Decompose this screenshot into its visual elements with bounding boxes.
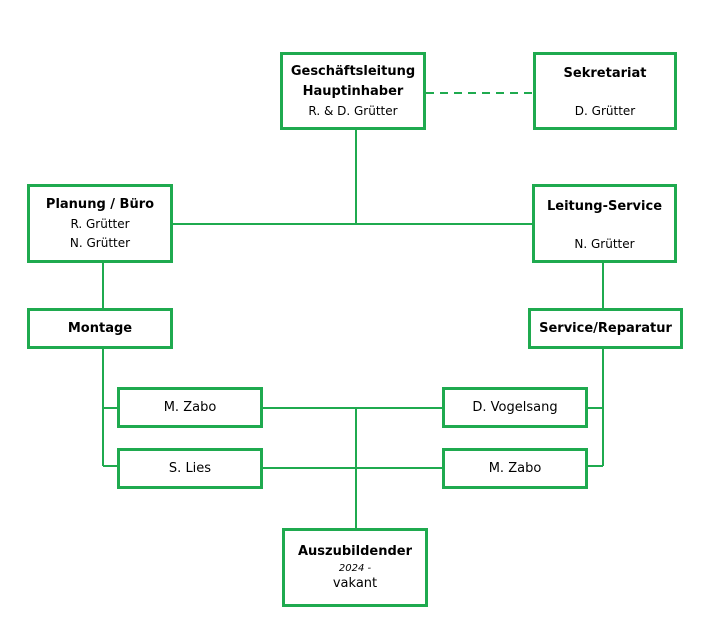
montage-title: Montage [67, 320, 133, 336]
leitung-title: Leitung-Service [546, 199, 663, 214]
box-d-vogelsang: D. Vogelsang [442, 387, 588, 428]
gl-person: R. & D. Grütter [308, 103, 398, 118]
leitung-person: N. Grütter [574, 237, 635, 251]
azubi-status: vakant [332, 576, 378, 591]
s-lies-name: S. Lies [168, 460, 212, 476]
box-montage: Montage [27, 308, 173, 349]
azubi-title: Auszubildender [297, 544, 412, 559]
box-leitung-service: Leitung-Service N. Grütter [532, 184, 677, 263]
box-s-lies: S. Lies [117, 448, 263, 489]
gl-title2: Hauptinhaber [302, 83, 404, 99]
box-service-reparatur: Service/Reparatur [528, 308, 683, 349]
service-title: Service/Reparatur [539, 320, 672, 336]
d-vogelsang-name: D. Vogelsang [472, 399, 558, 415]
gl-title1: Geschäftsleitung [290, 63, 416, 79]
box-sekretariat: Sekretariat D. Grütter [533, 52, 677, 130]
box-m-zabo-left: M. Zabo [117, 387, 263, 428]
box-planung-buero: Planung / Büro R. Grütter N. Grütter [27, 184, 173, 263]
planung-person2: N. Grütter [69, 235, 131, 250]
m-zabo-left-name: M. Zabo [163, 399, 217, 415]
sek-title: Sekretariat [563, 66, 647, 81]
planung-person1: R. Grütter [70, 216, 130, 231]
sek-person: D. Grütter [574, 104, 636, 118]
planung-title: Planung / Büro [45, 196, 155, 212]
box-m-zabo-right: M. Zabo [442, 448, 588, 489]
m-zabo-right-name: M. Zabo [488, 460, 542, 476]
box-geschaeftsleitung: Geschäftsleitung Hauptinhaber R. & D. Gr… [280, 52, 426, 130]
box-auszubildender: Auszubildender 2024 - vakant [282, 528, 428, 607]
azubi-year: 2024 - [338, 563, 372, 574]
